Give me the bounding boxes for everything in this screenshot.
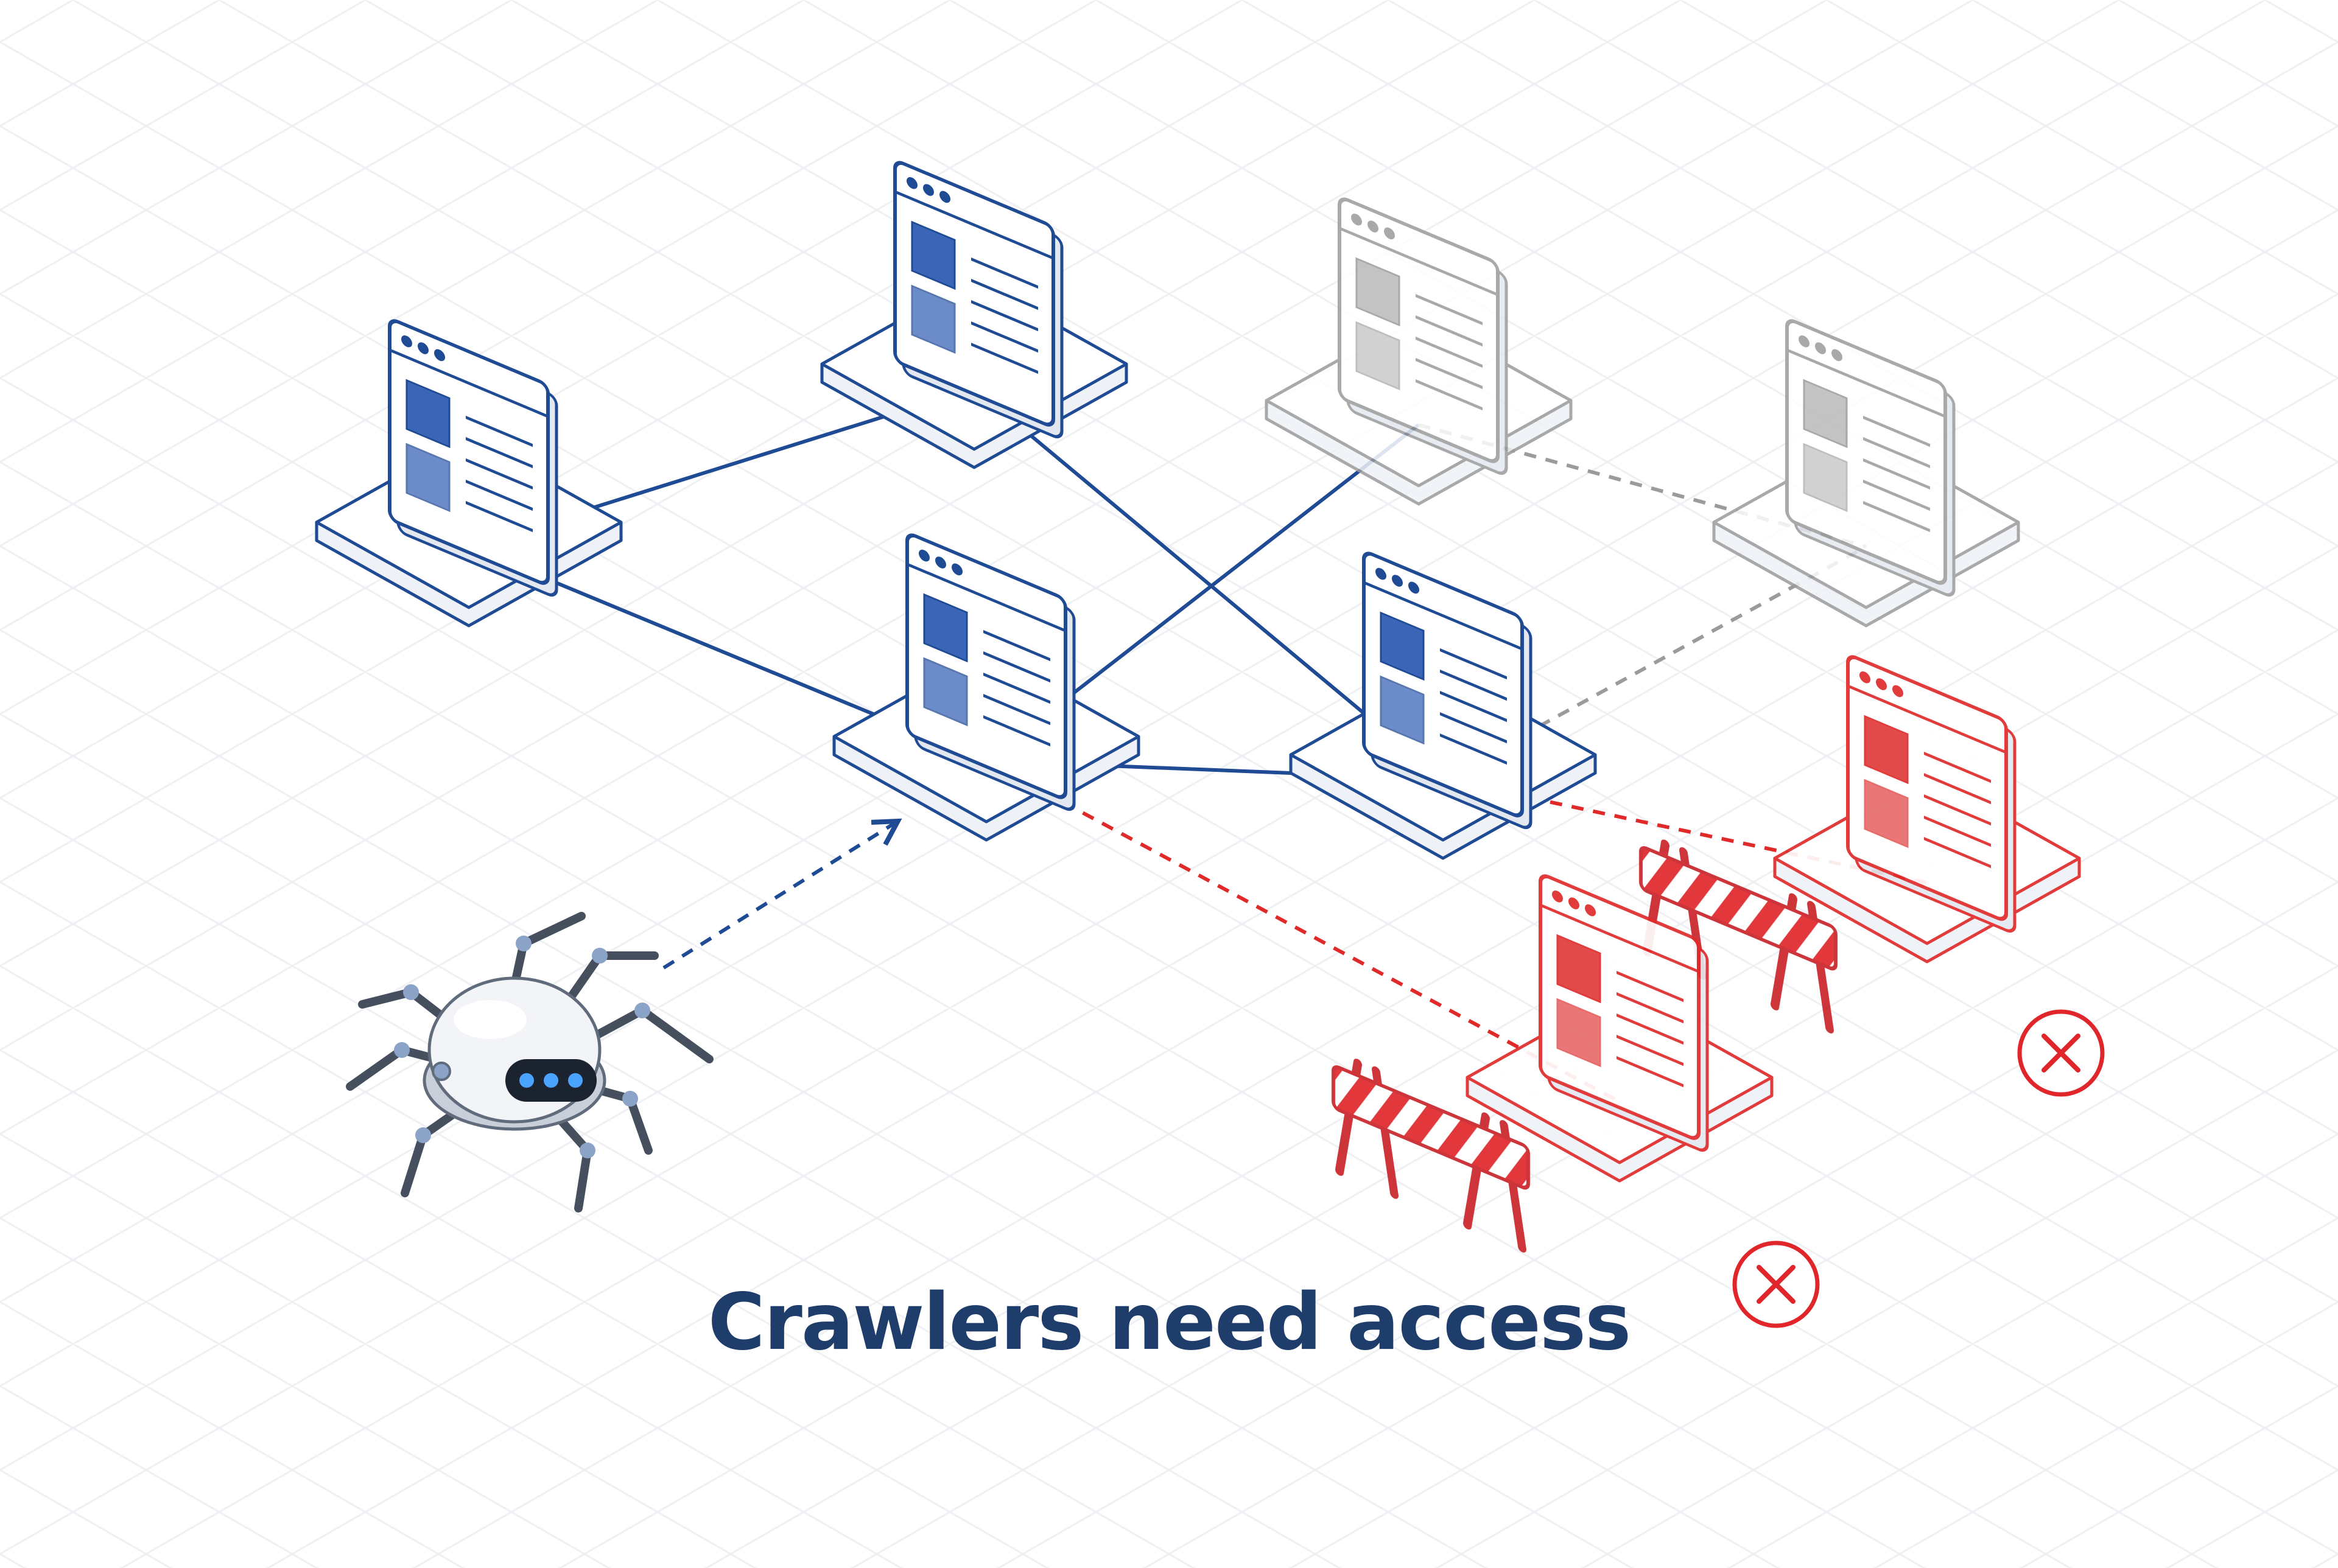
- page-node-page-c: [832, 533, 1140, 842]
- browser-window-icon: [905, 533, 1076, 811]
- page-node-page-g: [1639, 655, 2081, 1034]
- link-page-d-page-g: [1442, 777, 1928, 884]
- page-node-page-e: [1265, 197, 1573, 506]
- browser-window-icon: [388, 319, 558, 597]
- diagram-caption: Crawlers need access: [707, 1277, 1632, 1368]
- browser-window-icon: [1539, 874, 1709, 1152]
- page-node-page-b: [820, 161, 1128, 469]
- x-circle-icon: [2017, 1009, 2105, 1097]
- browser-window-icon: [1362, 551, 1532, 830]
- page-node-page-d: [1289, 551, 1597, 860]
- x-circle-icon: [1732, 1241, 1820, 1328]
- page-node-page-f: [1712, 319, 2020, 628]
- browser-window-icon: [893, 161, 1064, 439]
- crawler-arrow: [662, 818, 902, 970]
- page-node-page-a: [315, 319, 623, 628]
- road-barrier-icon: [1639, 839, 1838, 1034]
- spider-robot-icon: [346, 912, 714, 1213]
- browser-window-icon: [1338, 197, 1508, 475]
- page-node-page-h: [1332, 874, 1774, 1253]
- link-page-c-page-h: [985, 759, 1621, 1104]
- nodes-layer: [315, 161, 2081, 1253]
- road-barrier-icon: [1332, 1059, 1530, 1253]
- browser-window-icon: [1846, 655, 2017, 933]
- browser-window-icon: [1785, 319, 1956, 597]
